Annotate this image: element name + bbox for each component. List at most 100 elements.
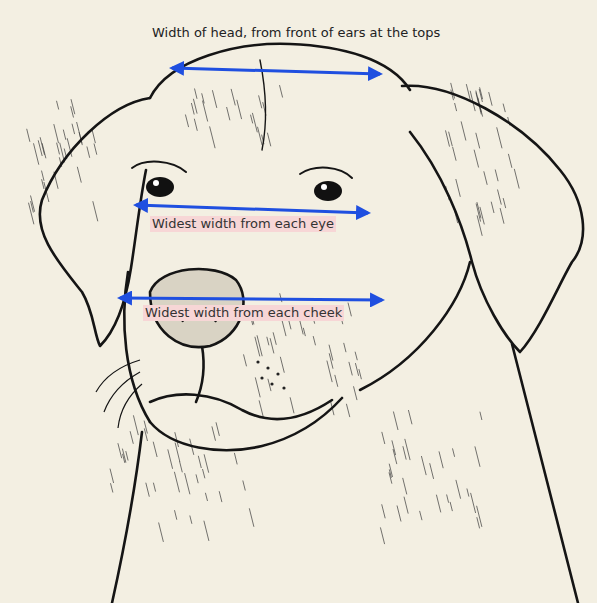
hatch-stroke xyxy=(355,363,358,376)
hatch-stroke xyxy=(237,100,242,119)
hatch-stroke xyxy=(258,127,263,145)
hatch-stroke xyxy=(453,448,455,456)
eye-highlight xyxy=(153,180,159,186)
hatch-stroke xyxy=(71,99,75,114)
hatch-stroke xyxy=(180,461,183,472)
hatch-stroke xyxy=(408,410,412,424)
hatch-stroke xyxy=(354,386,358,400)
hatch-stroke xyxy=(421,456,426,475)
hatch-stroke xyxy=(93,201,98,221)
hatch-stroke xyxy=(123,454,125,463)
hatch-stroke xyxy=(205,493,207,501)
hatch-stroke xyxy=(355,352,357,361)
hatch-stroke xyxy=(243,481,246,491)
hatch-stroke xyxy=(455,103,457,111)
hatch-stroke xyxy=(450,502,452,511)
hatch-stroke xyxy=(290,397,294,413)
hatch-stroke xyxy=(110,469,114,483)
head-top xyxy=(150,44,410,98)
hatch-stroke xyxy=(329,353,333,368)
hatch-stroke xyxy=(382,504,386,518)
hatch-stroke xyxy=(436,495,440,513)
chin xyxy=(150,398,342,450)
hatch-stroke xyxy=(497,127,502,148)
hatch-stroke xyxy=(212,426,216,440)
hatch-stroke xyxy=(303,328,305,336)
hatch-stroke xyxy=(204,454,209,472)
hatch-stroke xyxy=(216,422,219,436)
hatch-stroke xyxy=(476,133,480,149)
hatch-stroke xyxy=(133,415,138,435)
left-ear xyxy=(40,98,150,346)
hatch-stroke xyxy=(227,107,230,120)
muzzle-line xyxy=(196,346,204,402)
hatch-stroke xyxy=(349,362,352,376)
brow xyxy=(132,162,186,172)
hatch-stroke xyxy=(382,432,385,444)
forehead-line xyxy=(260,60,266,150)
hatch-stroke xyxy=(403,446,406,459)
hatch-stroke xyxy=(196,474,198,483)
hatch-stroke xyxy=(267,133,270,147)
hatch-stroke xyxy=(31,201,34,212)
hatch-stroke xyxy=(190,516,192,524)
dog-outline xyxy=(40,44,583,603)
hatch-stroke xyxy=(144,421,147,434)
neck-right xyxy=(512,344,578,603)
hatch-stroke xyxy=(203,469,205,478)
hatch-stroke xyxy=(54,124,59,143)
hatch-stroke xyxy=(204,521,209,541)
eye xyxy=(146,177,174,197)
hatching xyxy=(27,83,520,544)
hatch-stroke xyxy=(29,203,34,225)
hatch-stroke xyxy=(122,449,126,463)
hatch-stroke xyxy=(185,115,188,128)
right-ear xyxy=(402,86,583,352)
hatch-stroke xyxy=(244,354,247,366)
hatch-stroke xyxy=(280,85,283,97)
hatch-stroke xyxy=(514,169,519,189)
hatch-stroke xyxy=(210,126,216,148)
hatch-stroke xyxy=(453,147,457,161)
hatch-stroke xyxy=(63,130,66,140)
hatch-stroke xyxy=(175,443,180,462)
hatch-stroke xyxy=(185,473,190,494)
hatch-stroke xyxy=(87,147,90,158)
hatch-stroke xyxy=(480,412,482,420)
hatch-stroke xyxy=(146,483,150,497)
hatch-stroke xyxy=(198,456,201,468)
hatch-stroke xyxy=(503,198,506,208)
hatch-stroke xyxy=(259,400,263,417)
hatch-stroke xyxy=(380,527,384,544)
hatch-stroke xyxy=(270,338,274,353)
hatch-stroke xyxy=(219,491,222,502)
eye xyxy=(314,181,342,201)
hatch-stroke xyxy=(257,335,262,356)
hatch-stroke xyxy=(92,129,96,143)
hatch-stroke xyxy=(27,129,30,142)
hatch-stroke xyxy=(389,469,391,477)
hatch-stroke xyxy=(508,154,512,168)
hatch-stroke xyxy=(195,89,198,99)
hatch-stroke xyxy=(57,143,60,155)
highlighted-label: Widest width from each cheek xyxy=(143,305,344,321)
highlighted-label: Widest width from each eye xyxy=(150,216,336,232)
hatch-stroke xyxy=(327,361,332,383)
mouth xyxy=(150,394,332,419)
eye-highlight xyxy=(321,184,327,190)
hatch-stroke xyxy=(42,143,46,158)
hatch-stroke xyxy=(475,446,480,466)
hatch-stroke xyxy=(280,293,282,302)
hatch-stroke xyxy=(491,202,494,213)
hatch-stroke xyxy=(202,93,205,103)
whisker-dots xyxy=(256,360,285,389)
hatch-stroke xyxy=(500,208,504,224)
hatch-stroke xyxy=(268,379,271,391)
hatch-stroke xyxy=(193,99,197,114)
hatch-stroke xyxy=(174,472,179,493)
hatch-stroke xyxy=(480,207,484,225)
hatch-stroke xyxy=(484,171,487,185)
hatch-stroke xyxy=(249,508,254,527)
hatch-stroke xyxy=(420,511,422,520)
